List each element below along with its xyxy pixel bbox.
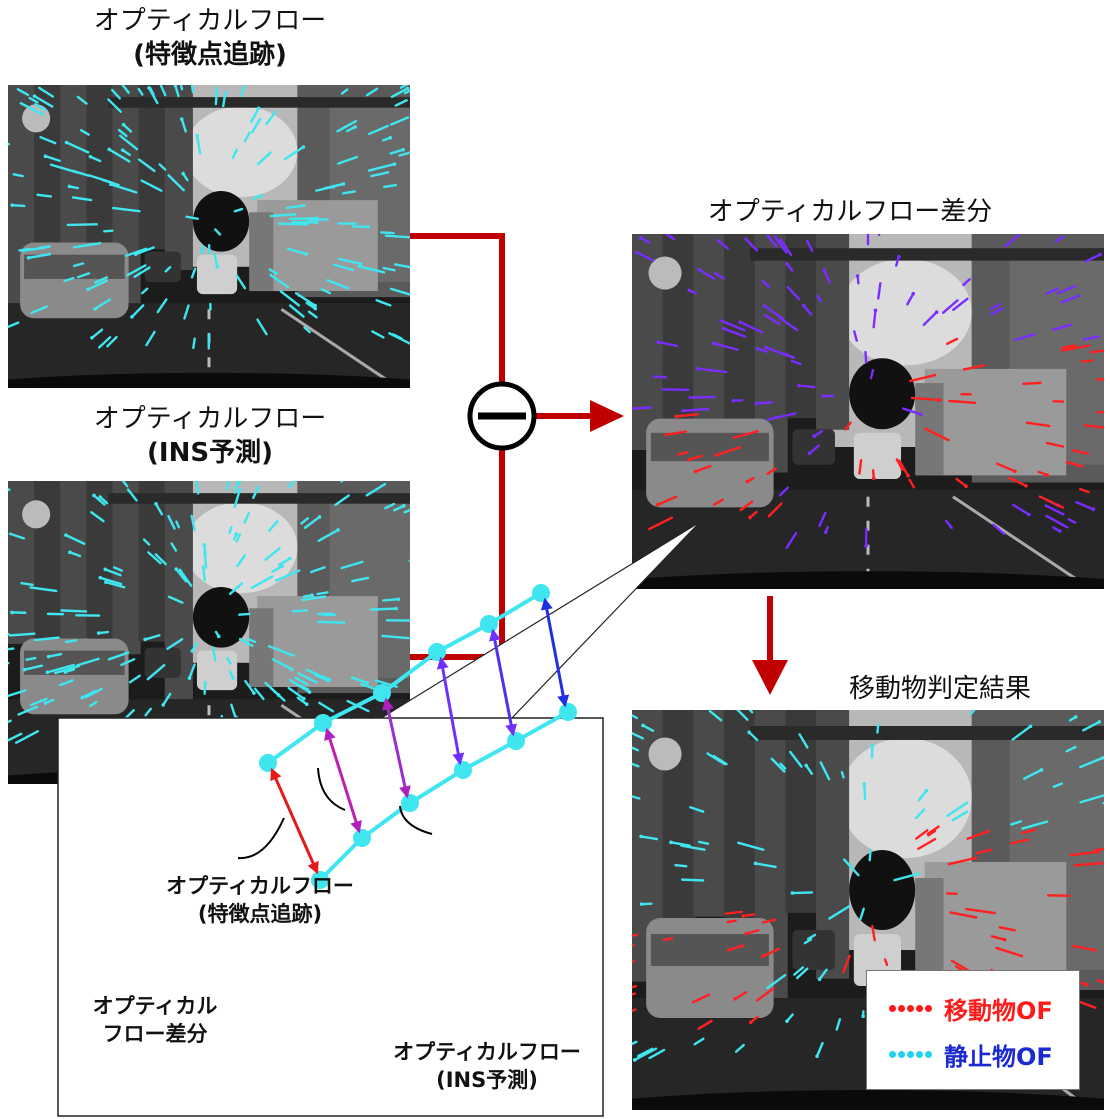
inset-label-tracking-line1: オプティカルフロー [166, 874, 354, 898]
legend-static-dots [889, 1050, 932, 1058]
photo-of-tracking [8, 85, 410, 388]
legend-moving-dots [889, 1004, 932, 1012]
title-of-ins-line1: オプティカルフロー [93, 404, 327, 434]
legend-static: 静止物OF [889, 1037, 1053, 1071]
zoom-callout [375, 521, 701, 721]
inset-label-tracking-line2: (特徴点追跡) [197, 902, 323, 926]
title-of-ins: オプティカルフロー (INS予測) [60, 402, 360, 470]
leader-ins [399, 805, 433, 835]
leader-diff [237, 817, 285, 860]
inset-label-diff-line1: オプティカル [92, 994, 218, 1018]
title-of-tracking-line2: (特徴点追跡) [133, 40, 287, 70]
ins-flow-line [318, 710, 569, 882]
inset-label-tracking: オプティカルフロー (特徴点追跡) [130, 872, 390, 928]
inset-label-diff-line2: フロー差分 [102, 1022, 208, 1046]
inset-label-ins: オプティカルフロー (INS予測) [372, 1038, 602, 1094]
arrow-right-head [590, 400, 624, 432]
legend-moving: 移動物OF [889, 991, 1053, 1025]
legend: 移動物OF 静止物OF [866, 970, 1080, 1090]
legend-moving-label: 移動物OF [944, 996, 1053, 1025]
tracking-flow-line [266, 591, 543, 765]
inset-label-ins-line2: (INS予測) [436, 1068, 538, 1092]
minus-operator [467, 381, 537, 451]
title-of-diff: オプティカルフロー差分 [707, 197, 993, 227]
photo-of-diff [632, 234, 1104, 589]
title-of-tracking: オプティカルフロー (特徴点追跡) [60, 4, 360, 72]
inset-label-ins-line1: オプティカルフロー [393, 1040, 581, 1064]
title-of-tracking-line1: オプティカルフロー [93, 6, 327, 36]
arrow-down-head [752, 660, 788, 695]
legend-static-label: 静止物OF [944, 1042, 1053, 1071]
inset-flow-diagram [237, 584, 577, 889]
leader-tracking [317, 767, 346, 811]
inset-label-diff: オプティカル フロー差分 [70, 992, 240, 1048]
title-of-ins-line2: (INS予測) [147, 438, 273, 468]
title-result: 移動物判定結果 [848, 674, 1031, 704]
